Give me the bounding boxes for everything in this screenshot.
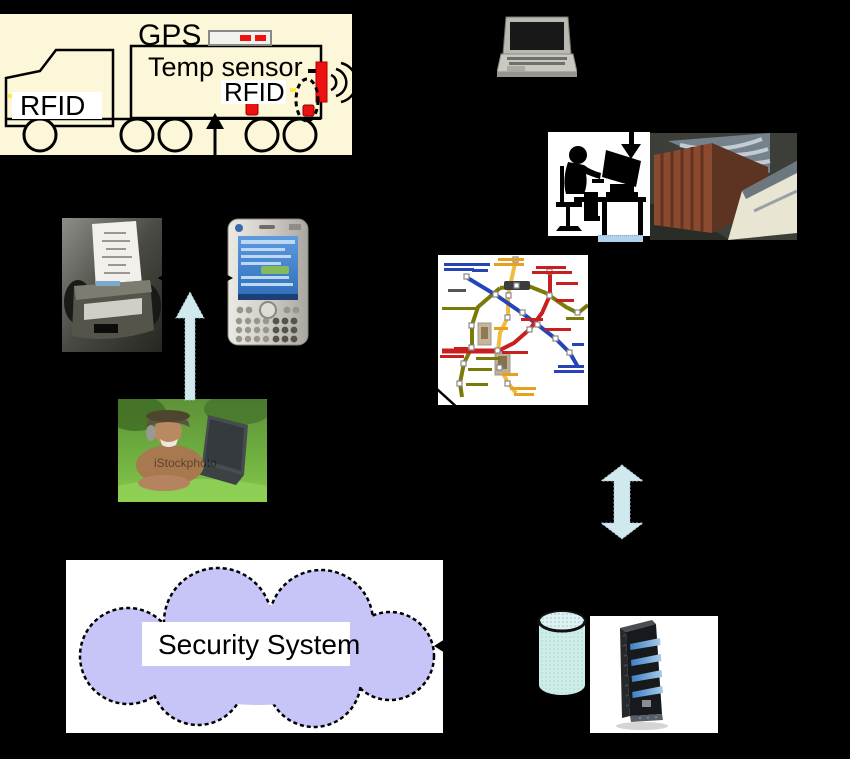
- rfid-trailer-label: RFID: [224, 77, 285, 107]
- security-cloud-panel: Security System: [66, 560, 443, 733]
- container-photo: [650, 133, 798, 240]
- rfid-tag-icon: [302, 104, 315, 117]
- old-man-head: [154, 417, 182, 445]
- gps-label: GPS: [138, 19, 201, 52]
- printer-to-pda-arrow: [158, 271, 233, 285]
- up-arrow-blue: [175, 291, 205, 401]
- yellow-mark: [290, 88, 296, 92]
- antenna-icon: [315, 61, 328, 103]
- yellow-mark: [8, 94, 12, 98]
- database-cylinder-icon: [537, 608, 587, 697]
- server-logo: [642, 700, 651, 707]
- operator-at-desk-photo: [548, 132, 650, 236]
- arrow-into-monitor: [629, 132, 634, 145]
- rfid-label-bg: [221, 80, 286, 104]
- metro-map: [438, 255, 590, 405]
- arrowhead-into-cloud: [434, 639, 445, 653]
- gps-led-1: [240, 35, 251, 41]
- old-man-laptop-photo: iStockphoto: [102, 393, 282, 511]
- person-silhouette-icon: [556, 146, 604, 231]
- metro-label-dashes: [440, 258, 584, 396]
- laptop-icon: [496, 16, 578, 82]
- truck-diagram: GPS Temp sensor RFID RFID: [0, 14, 358, 155]
- mustache: [160, 439, 178, 447]
- metro-stations: [456, 256, 581, 387]
- arrow-into-trailer-head: [206, 113, 224, 129]
- rfid-dashed-lasso: [294, 77, 320, 123]
- double-arrow-blue: [599, 464, 645, 540]
- cloud-label-bg: [142, 622, 350, 666]
- gps-led-2: [255, 35, 266, 41]
- rfid-cab-label: RFID: [20, 90, 85, 121]
- crt-monitor-icon: [602, 150, 641, 187]
- diagonal-connector-line: [371, 329, 461, 411]
- security-system-label: Security System: [158, 629, 360, 660]
- server-led-bars: [630, 638, 663, 698]
- hp-logo: [235, 224, 243, 232]
- blue-strip: [598, 235, 643, 242]
- rfid-label-bg: [12, 92, 102, 119]
- temp-sensor-label: Temp sensor: [148, 52, 303, 82]
- desk: [574, 197, 646, 202]
- server-photo: [590, 616, 718, 733]
- photo-watermark: iStockphoto: [154, 456, 217, 470]
- mobile-printer-photo: [62, 218, 162, 352]
- pda-photo: [227, 218, 309, 346]
- truck-wheels: [22, 117, 318, 153]
